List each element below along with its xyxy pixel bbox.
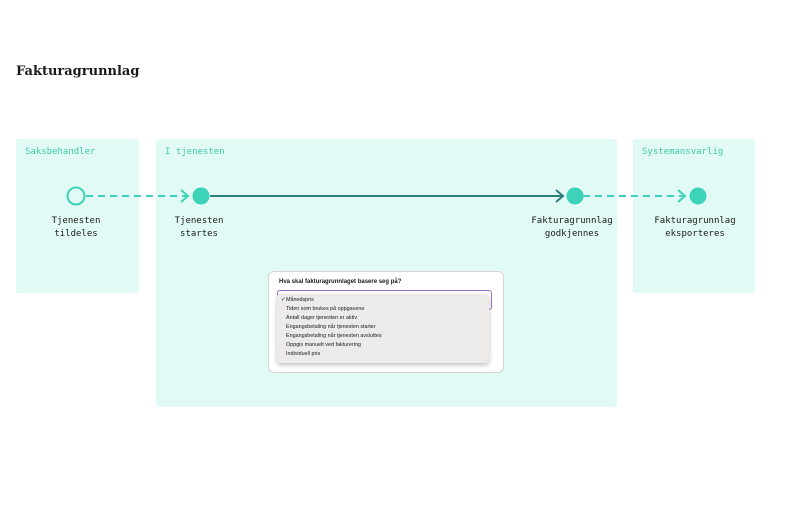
dropdown-option[interactable]: Engangsbetaling når tjenesten starter: [277, 323, 489, 332]
dropdown-option[interactable]: Antall dager tjenesten er aktiv: [277, 314, 489, 323]
step-node: [192, 187, 210, 205]
option-label: Tiden som brukes på oppgavene: [286, 306, 365, 312]
dropdown-option-selected[interactable]: ✓ Månedspris: [277, 296, 489, 305]
lane-label: I tjenesten: [165, 147, 225, 157]
option-label: Oppgis manuelt ved fakturering: [286, 342, 361, 348]
lane-label: Saksbehandler: [25, 147, 96, 157]
lane-label: Systemansvarlig: [642, 147, 724, 157]
pricing-dropdown-menu: ✓ Månedspris Tiden som brukes på oppgave…: [277, 294, 489, 363]
option-label: Individuell pris: [286, 351, 321, 357]
step-node-start: [66, 186, 86, 206]
step-node: [566, 187, 584, 205]
option-label: Engangsbetaling når tjenesten avsluttes: [286, 333, 382, 339]
swimlane-systemansvarlig: Systemansvarlig: [633, 139, 755, 293]
arrowhead-icon: [180, 189, 190, 203]
arrowhead-icon: [677, 189, 687, 203]
option-label: Månedspris: [286, 297, 314, 303]
step-node: [689, 187, 707, 205]
dropdown-option[interactable]: Engangsbetaling når tjenesten avsluttes: [277, 332, 489, 341]
dropdown-option[interactable]: Oppgis manuelt ved fakturering: [277, 341, 489, 350]
option-label: Engangsbetaling når tjenesten starter: [286, 324, 376, 330]
arrowhead-icon: [555, 189, 565, 203]
step-label: Fakturagrunnlag godkjennes: [531, 216, 613, 239]
pricing-question-card: Hva skal fakturagrunnlaget basere seg på…: [268, 271, 504, 373]
option-label: Antall dager tjenesten er aktiv: [286, 315, 358, 321]
dropdown-option[interactable]: Individuell pris: [277, 350, 489, 359]
step-label: Tjenesten startes: [174, 216, 224, 239]
dropdown-option[interactable]: Tiden som brukes på oppgavene: [277, 305, 489, 314]
swimlane-saksbehandler: Saksbehandler: [16, 139, 139, 293]
question-label: Hva skal fakturagrunnlaget basere seg på…: [279, 279, 402, 285]
step-label: Fakturagrunnlag eksporteres: [654, 216, 736, 239]
step-label: Tjenesten tildeles: [51, 216, 101, 239]
checkmark-icon: ✓: [281, 297, 286, 303]
page-title: Fakturagrunnlag: [16, 64, 140, 79]
